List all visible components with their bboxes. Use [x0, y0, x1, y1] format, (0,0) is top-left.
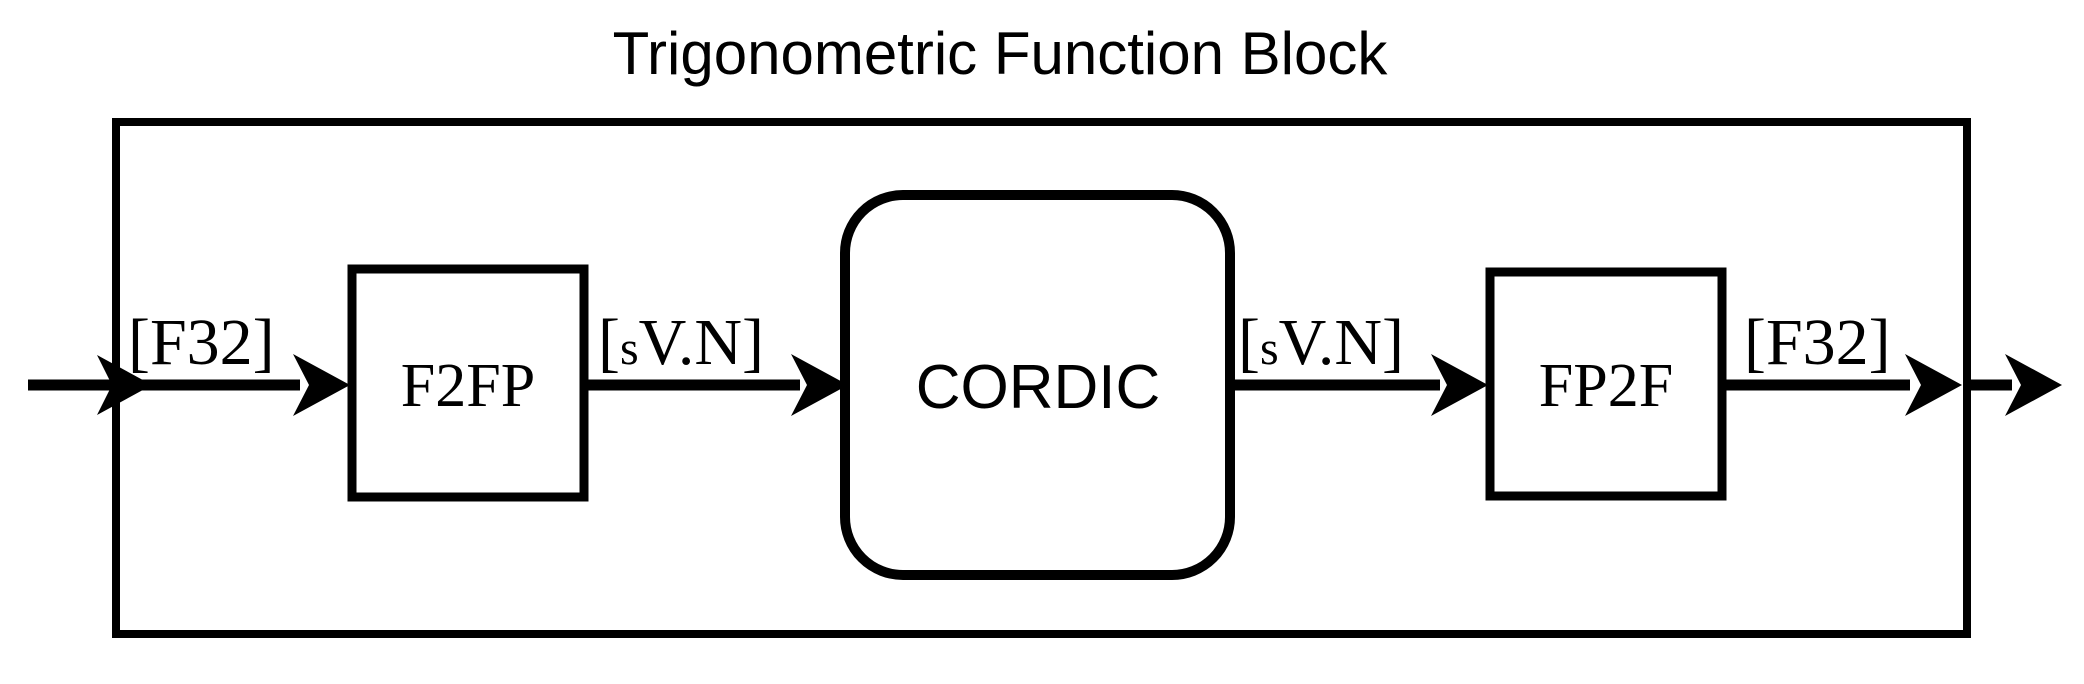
block-cordic-label: CORDIC [916, 353, 1161, 422]
block-f2fp[interactable] [347, 264, 589, 502]
signal-label-cordic-to-fp2f: [sV.N] [1238, 306, 1404, 379]
block-f2fp-label: F2FP [401, 352, 535, 420]
arrowhead-into-cordic [791, 354, 848, 416]
signal-label-f2fp-to-cordic: [sV.N] [598, 306, 764, 379]
arrowhead-into-f2fp [293, 354, 350, 416]
signal-label-input-f32: [F32] [128, 306, 275, 379]
arrowhead-output-inner [1905, 354, 1962, 416]
block-fp2f-label: FP2F [1539, 352, 1673, 420]
diagram-title: Trigonometric Function Block [613, 20, 1389, 87]
output-arrowhead-external [2005, 354, 2062, 416]
arrowhead-into-fp2f [1431, 354, 1488, 416]
block-fp2f[interactable] [1485, 267, 1727, 501]
signal-label-output-f32: [F32] [1744, 306, 1891, 379]
